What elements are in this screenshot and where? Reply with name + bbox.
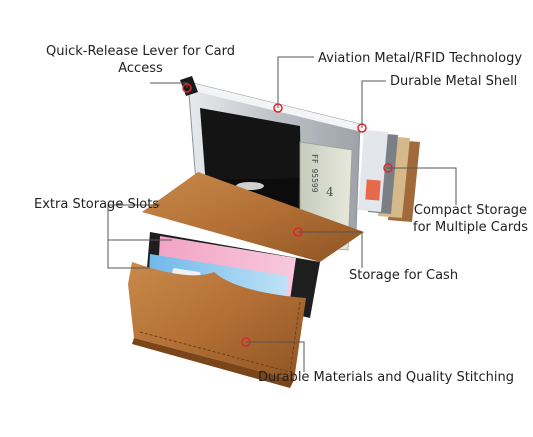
label-slots: Extra Storage Slots — [34, 197, 160, 212]
label-shell: Durable Metal Shell — [390, 74, 518, 89]
leader-slots-lower — [107, 240, 150, 269]
marker-compact — [383, 163, 393, 173]
marker-aviation — [273, 103, 283, 113]
card-stack — [358, 130, 420, 222]
leader-shell — [361, 80, 386, 128]
marker-cash — [293, 227, 303, 237]
label-materials: Durable Materials and Quality Stitching — [258, 370, 514, 385]
label-compact: Compact Storage for Multiple Cards — [413, 202, 528, 236]
label-aviation: Aviation Metal/RFID Technology — [318, 51, 523, 66]
marker-lever — [182, 83, 192, 93]
marker-dots — [182, 83, 393, 347]
leader-slots-upper — [107, 204, 172, 241]
leader-lever — [150, 82, 188, 88]
label-compact-text: Compact Storage for Multiple Cards — [413, 203, 528, 235]
leader-compact — [386, 167, 457, 205]
marker-materials — [241, 337, 251, 347]
leather-wallet — [128, 172, 364, 388]
bill-serial: FF 95599 — [310, 154, 319, 193]
leader-materials — [246, 341, 305, 372]
label-cash: Storage for Cash — [349, 268, 459, 283]
bill-digit: 4 — [326, 185, 334, 199]
leader-aviation — [277, 56, 314, 108]
label-lever: Quick-Release Lever for Card Access — [46, 43, 235, 77]
leader-lines — [107, 56, 457, 372]
label-lever-text: Quick-Release Lever for Card Access — [46, 44, 235, 76]
marker-shell — [357, 123, 367, 133]
leader-cash — [298, 231, 363, 268]
